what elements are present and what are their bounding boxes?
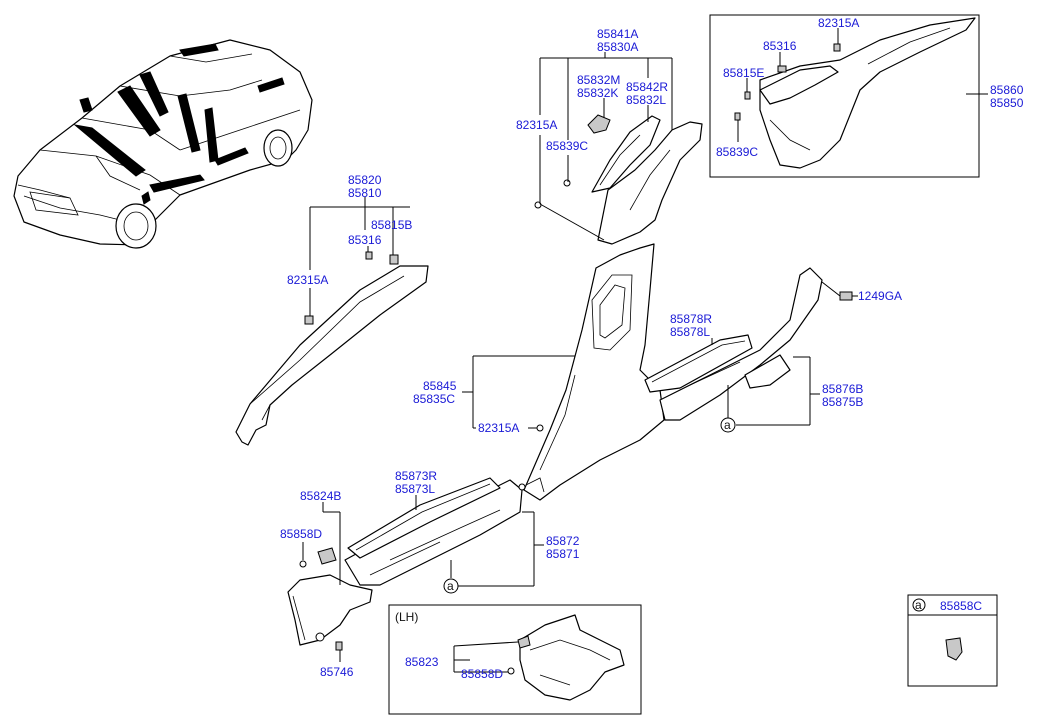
kick-panel [287,547,373,651]
clip-icon [315,632,325,642]
label-85878r: 85878R [670,312,712,326]
bolt-icon [839,291,853,301]
ref-a-rear: a [724,418,731,432]
screw-icon [335,641,343,651]
label-85871: 85871 [546,547,580,561]
clip-icon [777,65,787,73]
label-85858d-a: 85858D [280,527,322,541]
clip-icon [518,483,526,491]
legend-letter: a [915,598,922,612]
clip-icon [563,179,571,187]
clip-icon [299,560,307,568]
clip-icon [744,91,751,100]
part-labels: 85841A 85830A 85832M 85832K 85842R 85832… [280,16,1024,681]
label-85842r: 85842R [626,80,668,94]
a-pillar-trim [235,251,429,446]
leader-lines [302,28,988,673]
label-1249ga: 1249GA [858,289,902,303]
label-85835c: 85835C [413,392,455,406]
clip-icon [734,112,741,121]
label-82315a-top: 82315A [516,118,557,132]
label-85841a: 85841A [597,27,638,41]
label-85820: 85820 [348,173,382,187]
label-85876b: 85876B [822,382,863,396]
label-85839c-top: 85839C [546,139,588,153]
clip-icon [304,315,314,325]
label-85832m: 85832M [577,73,620,87]
label-85875b: 85875B [822,395,863,409]
label-85845: 85845 [423,379,457,393]
label-85815b: 85815B [371,218,412,232]
label-85823: 85823 [405,655,439,669]
label-85860: 85860 [990,83,1024,97]
label-82315a-a: 82315A [287,273,328,287]
label-85830a: 85830A [597,40,638,54]
label-85872: 85872 [546,534,580,548]
legend-box: a 85858C [907,594,998,687]
label-85878l: 85878L [670,325,710,339]
clip-icon [587,114,611,134]
clip-icon [317,547,337,565]
lh-title: (LH) [395,610,418,624]
rear-door-scuff [644,267,853,421]
c-pillar-inset-box [709,14,980,178]
ref-a-front: a [447,579,454,593]
clip-icon [365,251,373,260]
b-pillar-lower-trim [523,243,665,501]
label-85316-box: 85316 [763,39,797,53]
legend-part-number: 85858C [940,599,982,613]
front-door-scuff [344,477,526,586]
label-85832l: 85832L [626,93,666,107]
label-85850: 85850 [990,96,1024,110]
clip-icon [389,254,399,265]
lh-inset-box [388,604,642,715]
clip-icon [536,424,544,432]
label-85873l: 85873L [395,482,435,496]
label-85815e: 85815E [723,66,764,80]
b-pillar-upper-trim [534,114,703,245]
clip-icon [517,635,531,649]
car-illustration [13,39,313,249]
label-82315a-b: 82315A [478,421,519,435]
label-82315a-box: 82315A [818,16,859,30]
clip-85858c-icon [945,637,963,661]
label-85839c-box: 85839C [716,145,758,159]
clip-icon [833,43,841,52]
label-85824b: 85824B [300,489,341,503]
label-85873r: 85873R [395,469,437,483]
clip-icon [507,667,515,675]
label-85858d-b: 85858D [461,667,503,681]
label-85746: 85746 [320,665,354,679]
reference-markers: a a [443,417,736,594]
label-85810: 85810 [348,186,382,200]
label-85832k: 85832K [577,86,618,100]
label-85316-a: 85316 [348,233,382,247]
